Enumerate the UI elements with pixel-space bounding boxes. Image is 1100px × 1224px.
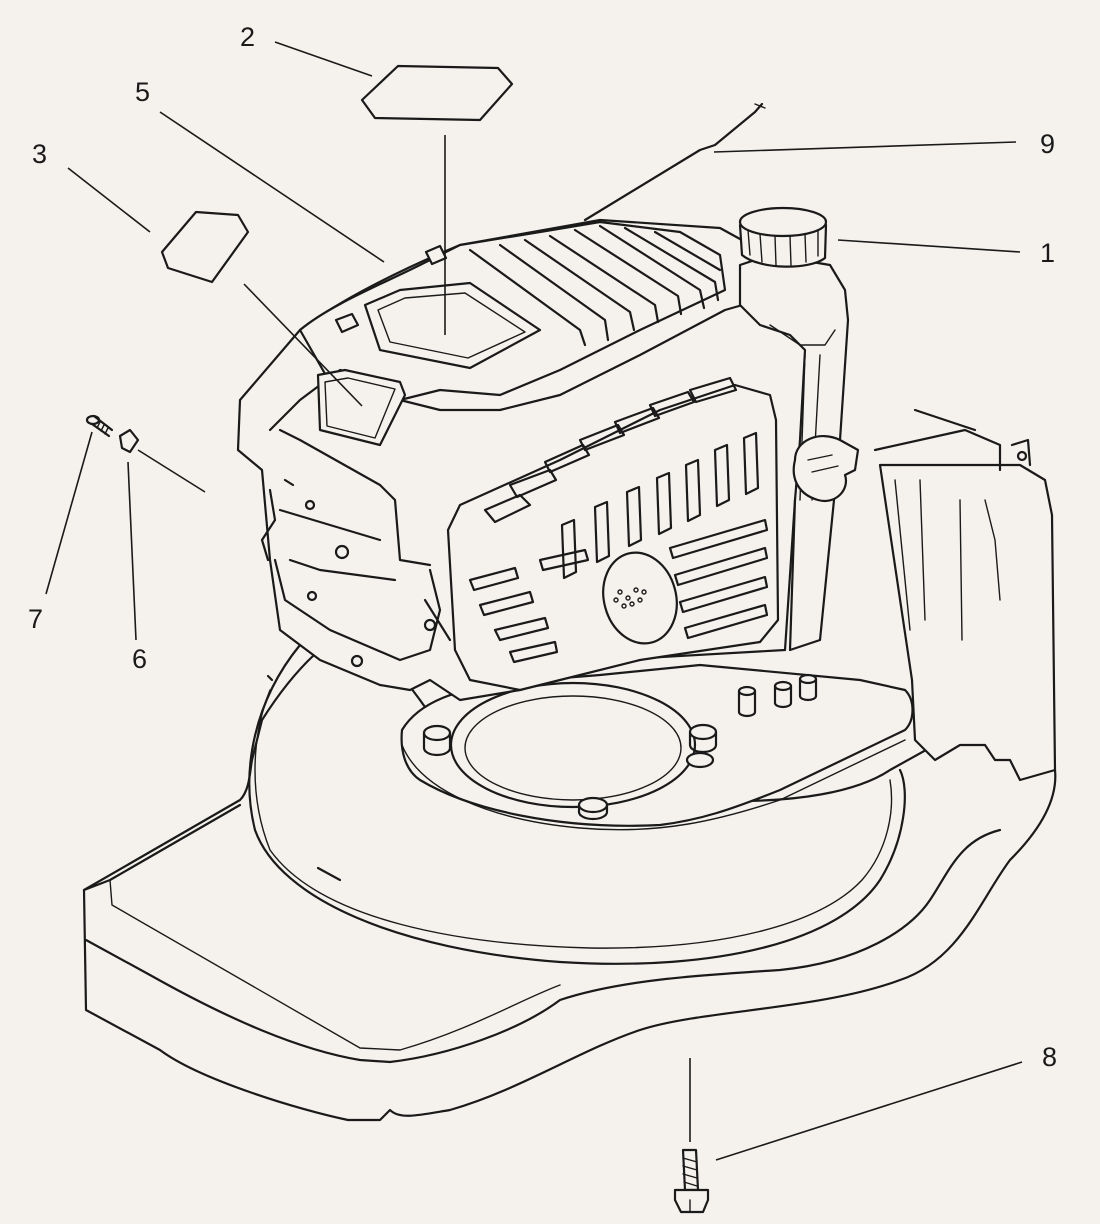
engine-bolt-b [334, 544, 350, 560]
leader-5 [159, 111, 385, 263]
fuel-cap-top [738, 206, 828, 238]
top-tab-right [424, 244, 448, 266]
callout-3: 3 [32, 139, 47, 169]
engine-mount-plate-edge [401, 739, 906, 831]
fuel-valve-knob-detail [807, 454, 839, 473]
leader-7 [45, 431, 93, 595]
callout-2: 2 [240, 22, 255, 52]
leader-9 [713, 141, 1017, 153]
mounting-bosses [422, 673, 818, 821]
deck-dome-rim-inner [254, 689, 893, 949]
decal-part-2 [360, 64, 514, 122]
leader-lines [45, 41, 1023, 1161]
clip-part-6 [118, 428, 140, 454]
leader-3-down [243, 283, 363, 407]
leader-6-to-engine [137, 449, 206, 493]
top-tab-left [334, 312, 360, 334]
leader-8 [715, 1061, 1023, 1161]
deck-rear-hole [1016, 450, 1028, 462]
decal-recess-front [316, 368, 407, 447]
recoil-vent-holes [613, 587, 647, 609]
deck-rear-bracket [873, 408, 1032, 472]
deck-dome-rim [248, 643, 906, 965]
engine-bolt-e [423, 618, 437, 632]
callout-7: 7 [28, 604, 43, 634]
engine-bolt-a [304, 499, 316, 511]
bolt-part-8 [673, 1148, 710, 1214]
deck-front-bevel [109, 879, 561, 1051]
callout-9: 9 [1040, 129, 1055, 159]
deck-rear-wall-ribs [894, 479, 1001, 641]
engine-front-face [278, 428, 432, 582]
leader-2 [274, 41, 373, 77]
cooling-fins [468, 224, 722, 347]
engine-side-bracket [260, 478, 452, 642]
deck-front-lip [82, 618, 1057, 1122]
callout-labels: 1 2 3 5 6 7 8 9 [28, 22, 1057, 1072]
crankshaft-opening [449, 681, 697, 809]
control-cable-end [754, 103, 766, 109]
decal-recess-front-inner [324, 377, 396, 439]
deck-rear-wall [878, 463, 1057, 782]
blower-grille [468, 376, 769, 664]
mower-deck [82, 408, 1057, 1122]
engine-bolt-d [306, 590, 318, 602]
callout-5: 5 [135, 77, 150, 107]
screw-part-7 [85, 414, 114, 438]
leader-6 [127, 461, 137, 641]
deck-direction-mark-front [316, 866, 342, 882]
crankshaft-opening-inner [464, 695, 682, 801]
leader-3 [67, 167, 151, 233]
callout-1: 1 [1040, 238, 1055, 268]
engine-lower-housing [273, 558, 442, 662]
engine [236, 206, 860, 702]
deck-direction-mark-left [266, 674, 274, 682]
decal-recess-top [363, 281, 542, 370]
fuel-tank [738, 253, 850, 652]
fuel-cap-grip [747, 229, 819, 266]
decal-part-3 [160, 210, 250, 284]
callout-6: 6 [132, 644, 147, 674]
callout-8: 8 [1042, 1042, 1057, 1072]
decal-recess-top-inner [377, 292, 526, 359]
control-cable [583, 102, 764, 222]
engine-bolt-c [350, 654, 364, 668]
deck-front-face [84, 828, 1002, 1064]
leader-1 [837, 239, 1021, 253]
